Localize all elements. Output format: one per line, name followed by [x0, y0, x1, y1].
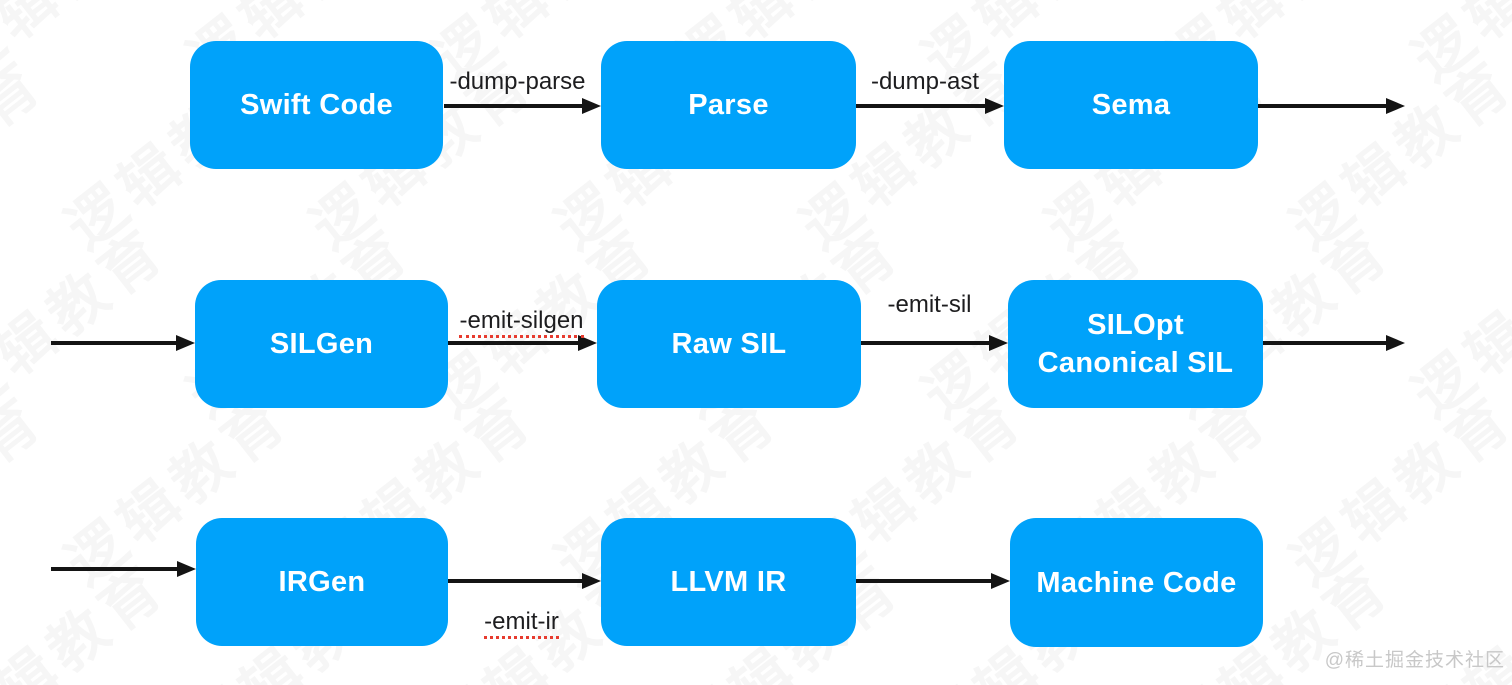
arrowhead-icon	[989, 335, 1008, 351]
juejin-credit-watermark: @稀土掘金技术社区	[1324, 650, 1505, 671]
edge-label-text: -emit-sil	[887, 291, 972, 318]
arrowhead-icon	[1386, 335, 1405, 351]
arrow-sema-out	[1258, 97, 1405, 115]
arrowhead-icon	[578, 335, 597, 351]
edge-label-text: -dump-parse	[449, 68, 586, 95]
arrowhead-icon	[582, 98, 601, 114]
arrow-shaft	[448, 341, 578, 345]
arrow-shaft	[856, 579, 991, 583]
edge-label-emit-ir: -emit-ir	[438, 608, 605, 639]
watermark-text: 逻辑教育	[0, 0, 182, 96]
node-silgen: SILGen	[195, 280, 448, 408]
node-swift-code: Swift Code	[190, 41, 443, 169]
arrowhead-icon	[991, 573, 1010, 589]
watermark-text: 逻辑教育	[1270, 372, 1512, 601]
arrow-swift-code-to-parse	[444, 97, 601, 115]
arrow-into-silgen	[51, 334, 195, 352]
arrowhead-icon	[1386, 98, 1405, 114]
arrow-shaft	[1258, 104, 1386, 108]
arrow-silopt-out	[1263, 334, 1405, 352]
arrowhead-icon	[985, 98, 1004, 114]
arrow-parse-to-sema	[856, 97, 1004, 115]
edge-label-text: -emit-silgen	[459, 307, 584, 338]
watermark-text: 逻辑教育	[1392, 204, 1512, 433]
node-parse: Parse	[601, 41, 856, 169]
arrow-silgen-to-raw-sil	[448, 334, 597, 352]
arrow-shaft	[51, 567, 177, 571]
arrowhead-icon	[582, 573, 601, 589]
edge-label-text: -dump-ast	[870, 68, 980, 95]
arrow-shaft	[861, 341, 989, 345]
arrowhead-icon	[177, 561, 196, 577]
arrow-shaft	[856, 104, 985, 108]
node-irgen: IRGen	[196, 518, 448, 646]
arrow-irgen-to-llvm-ir	[448, 572, 601, 590]
arrow-shaft	[448, 579, 582, 583]
node-sema: Sema	[1004, 41, 1258, 169]
arrow-shaft	[444, 104, 582, 108]
arrow-into-irgen	[51, 560, 196, 578]
edge-label-dump-parse: -dump-parse	[434, 68, 601, 96]
watermark-text: 逻辑教育	[0, 204, 182, 433]
watermark-text: 逻辑教育	[1270, 36, 1512, 265]
arrowhead-icon	[176, 335, 195, 351]
node-machine-code: Machine Code	[1010, 518, 1263, 647]
edge-label-dump-ast: -dump-ast	[846, 68, 1004, 96]
edge-label-text: -emit-ir	[484, 608, 559, 639]
arrow-shaft	[1263, 341, 1386, 345]
node-silopt-canonical-sil: SILOpt Canonical SIL	[1008, 280, 1263, 408]
edge-label-emit-sil: -emit-sil	[851, 291, 1008, 319]
arrow-llvm-ir-to-machine-code	[856, 572, 1010, 590]
watermark-text: 逻辑教育	[0, 36, 60, 265]
watermark-text: 逻辑教育	[1392, 0, 1512, 96]
node-raw-sil: Raw SIL	[597, 280, 861, 408]
arrow-raw-sil-to-silopt	[861, 334, 1008, 352]
node-llvm-ir: LLVM IR	[601, 518, 856, 646]
edge-label-emit-silgen: -emit-silgen	[438, 307, 605, 338]
arrow-shaft	[51, 341, 176, 345]
